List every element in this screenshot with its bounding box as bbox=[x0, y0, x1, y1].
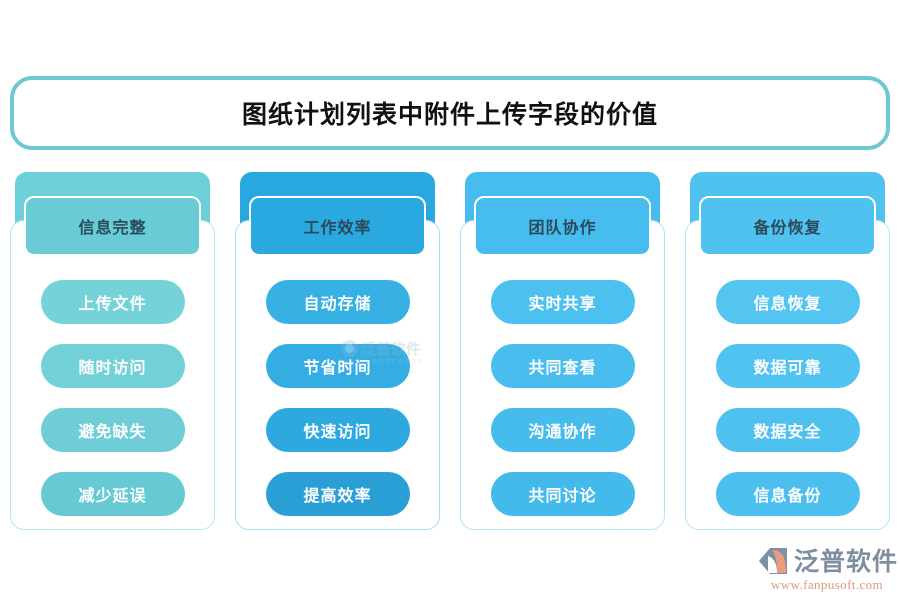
benefit-pill[interactable]: 提高效率 bbox=[265, 472, 410, 516]
benefit-pill-label: 快速访问 bbox=[303, 422, 372, 441]
column-header-label: 工作效率 bbox=[303, 218, 372, 237]
benefit-pill-label: 避免缺失 bbox=[78, 422, 147, 441]
category-column: 信息完整上传文件随时访问避免缺失减少延误 bbox=[10, 172, 215, 530]
column-item-list: 自动存储节省时间快速访问提高效率 bbox=[235, 280, 440, 516]
columns-row: 信息完整上传文件随时访问避免缺失减少延误工作效率自动存储节省时间快速访问提高效率… bbox=[10, 172, 890, 530]
column-item-list: 上传文件随时访问避免缺失减少延误 bbox=[10, 280, 215, 516]
benefit-pill-label: 上传文件 bbox=[78, 294, 147, 313]
benefit-pill-label: 提高效率 bbox=[303, 486, 372, 505]
column-header-card[interactable]: 团队协作 bbox=[474, 196, 651, 256]
benefit-pill-label: 数据安全 bbox=[753, 422, 822, 441]
column-item-list: 信息恢复数据可靠数据安全信息备份 bbox=[685, 280, 890, 516]
benefit-pill[interactable]: 避免缺失 bbox=[40, 408, 185, 452]
benefit-pill[interactable]: 数据安全 bbox=[715, 408, 860, 452]
benefit-pill-label: 信息恢复 bbox=[753, 294, 822, 313]
brand-url: www.fanpusoft.com bbox=[770, 577, 884, 592]
category-column: 团队协作实时共享共同查看沟通协作共同讨论 bbox=[460, 172, 665, 530]
brand-row: 泛普软件 bbox=[756, 546, 898, 576]
benefit-pill[interactable]: 减少延误 bbox=[40, 472, 185, 516]
benefit-pill[interactable]: 共同查看 bbox=[490, 344, 635, 388]
benefit-pill[interactable]: 节省时间 bbox=[265, 344, 410, 388]
benefit-pill[interactable]: 实时共享 bbox=[490, 280, 635, 324]
page-title: 图纸计划列表中附件上传字段的价值 bbox=[241, 100, 658, 129]
column-header-card[interactable]: 信息完整 bbox=[24, 196, 201, 256]
category-column: 工作效率自动存储节省时间快速访问提高效率 bbox=[235, 172, 440, 530]
benefit-pill[interactable]: 共同讨论 bbox=[490, 472, 635, 516]
benefit-pill[interactable]: 快速访问 bbox=[265, 408, 410, 452]
benefit-pill[interactable]: 上传文件 bbox=[40, 280, 185, 324]
benefit-pill-label: 信息备份 bbox=[753, 486, 822, 505]
benefit-pill-label: 实时共享 bbox=[528, 294, 597, 313]
column-header-card[interactable]: 备份恢复 bbox=[699, 196, 876, 256]
benefit-pill-label: 减少延误 bbox=[78, 486, 147, 505]
benefit-pill-label: 数据可靠 bbox=[753, 358, 822, 377]
brand-logo-block: 泛普软件 www.fanpusoft.com bbox=[756, 546, 898, 593]
benefit-pill[interactable]: 信息备份 bbox=[715, 472, 860, 516]
benefit-pill[interactable]: 自动存储 bbox=[265, 280, 410, 324]
column-header-label: 备份恢复 bbox=[753, 218, 822, 237]
brand-name: 泛普软件 bbox=[794, 546, 899, 576]
benefit-pill[interactable]: 沟通协作 bbox=[490, 408, 635, 452]
benefit-pill-label: 自动存储 bbox=[303, 294, 372, 313]
benefit-pill-label: 随时访问 bbox=[78, 358, 147, 377]
benefit-pill[interactable]: 信息恢复 bbox=[715, 280, 860, 324]
fanpu-mark-icon bbox=[759, 548, 787, 574]
column-header-label: 信息完整 bbox=[78, 218, 147, 237]
column-item-list: 实时共享共同查看沟通协作共同讨论 bbox=[460, 280, 665, 516]
title-banner: 图纸计划列表中附件上传字段的价值 bbox=[10, 76, 890, 150]
benefit-pill-label: 沟通协作 bbox=[528, 422, 597, 441]
benefit-pill-label: 节省时间 bbox=[303, 358, 372, 377]
category-column: 备份恢复信息恢复数据可靠数据安全信息备份 bbox=[685, 172, 890, 530]
benefit-pill-label: 共同讨论 bbox=[528, 486, 597, 505]
column-header-label: 团队协作 bbox=[528, 218, 597, 237]
column-header-card[interactable]: 工作效率 bbox=[249, 196, 426, 256]
benefit-pill[interactable]: 数据可靠 bbox=[715, 344, 860, 388]
benefit-pill-label: 共同查看 bbox=[528, 358, 597, 377]
benefit-pill[interactable]: 随时访问 bbox=[40, 344, 185, 388]
